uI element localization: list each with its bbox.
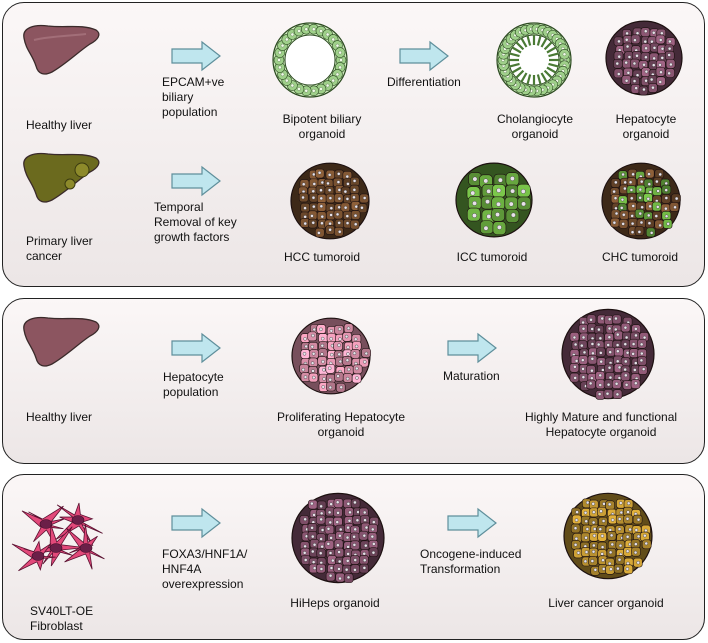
arrow-icon	[171, 333, 221, 363]
differentiation-label: Differentiation	[387, 75, 461, 89]
liver-cancer-organoid-icon	[563, 492, 653, 580]
hiheps-organoid-icon	[291, 492, 385, 584]
panel-stem-cell-organoids	[2, 2, 705, 287]
fibroblast-icon	[11, 502, 105, 572]
arrow-icon	[447, 333, 497, 363]
healthy-liver-label: Healthy liver	[26, 118, 93, 132]
icc-tumoroid-icon	[455, 162, 533, 238]
healthy-liver-icon	[23, 316, 100, 367]
hepatocyte-organoid-icon	[605, 20, 683, 96]
bipotent-biliary-organoid-icon	[272, 22, 348, 98]
mature-hepatocyte-organoid-icon	[561, 308, 655, 400]
arrow-icon	[171, 508, 221, 538]
chc-tumoroid-label: CHC tumoroid	[601, 250, 679, 264]
arrow-icon	[447, 508, 497, 538]
arrow-icon	[171, 41, 221, 71]
arrow-icon	[171, 166, 221, 196]
cancer-liver-icon	[23, 152, 100, 203]
hcc-tumoroid-icon	[290, 162, 370, 240]
maturation-label: Maturation	[443, 369, 500, 383]
hiheps-organoid-label: HiHeps organoid	[290, 596, 380, 610]
healthy-liver-label-2: Healthy liver	[26, 410, 93, 424]
arrow-icon	[399, 41, 449, 71]
proliferating-hepatocyte-organoid-icon	[291, 317, 371, 395]
healthy-liver-icon	[23, 24, 100, 75]
cholangiocyte-organoid-icon	[496, 22, 572, 98]
liver-cancer-organoid-label: Liver cancer organoid	[548, 596, 664, 610]
icc-tumoroid-label: ICC tumoroid	[456, 250, 528, 264]
chc-tumoroid-icon	[601, 162, 681, 240]
hcc-tumoroid-label: HCC tumoroid	[283, 250, 361, 264]
